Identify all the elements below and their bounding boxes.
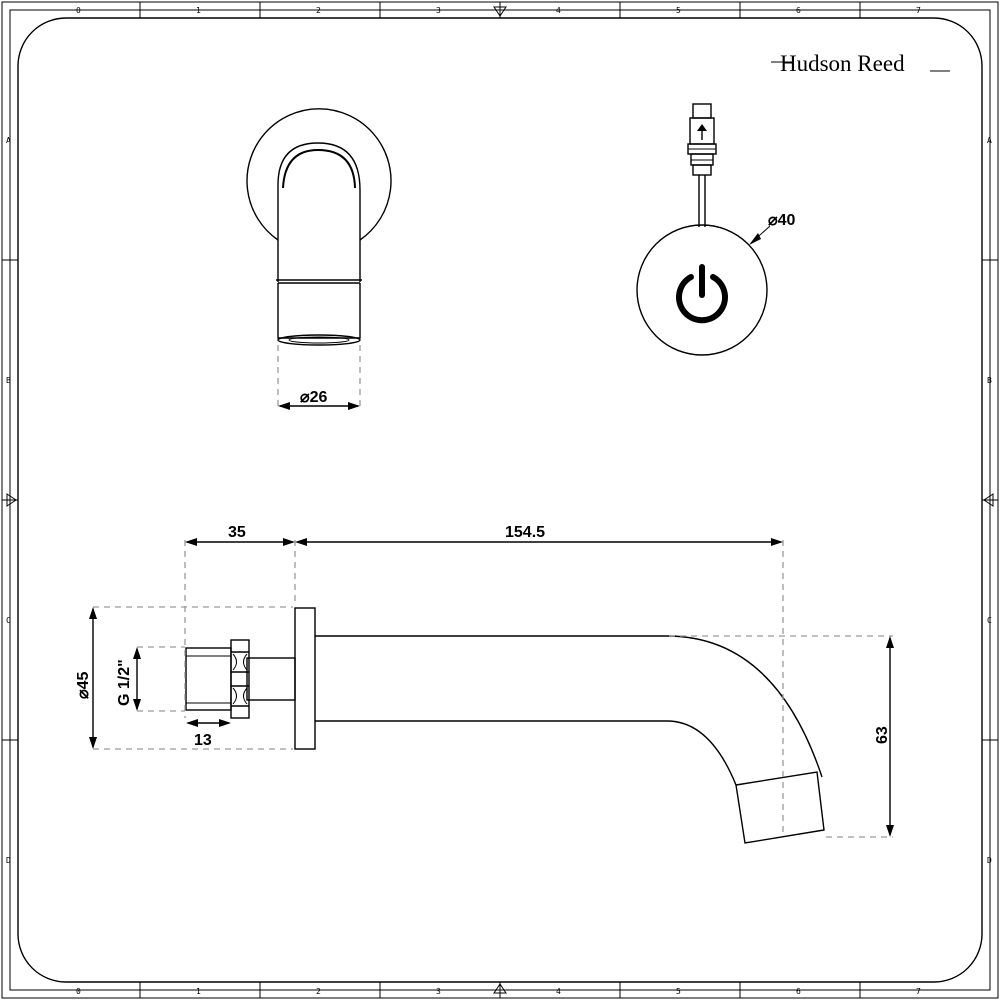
dim-spout-diameter: ⌀26 xyxy=(278,389,360,410)
col-label-top-2: 2 xyxy=(316,6,321,15)
dim-spout-projection: 154.5 xyxy=(295,524,783,546)
spout-body xyxy=(315,635,823,786)
row-label-right-c: C xyxy=(987,616,992,625)
col-label-bottom-4: 4 xyxy=(556,987,561,996)
col-label-bottom-3: 3 xyxy=(436,987,441,996)
spout-backplate-outline xyxy=(246,108,392,241)
row-label-right-d: D xyxy=(987,856,992,865)
centre-mark-top xyxy=(493,2,507,18)
brand-name: Hudson Reed xyxy=(780,51,905,76)
dim-label-thread-length: 13 xyxy=(194,732,212,749)
sensor-body xyxy=(636,224,768,356)
dim-label-spout-projection: 154.5 xyxy=(505,524,545,541)
row-label-left-b: B xyxy=(6,376,11,385)
dim-backplate-to-wall: 35 xyxy=(185,524,295,546)
power-icon xyxy=(676,264,728,324)
col-label-bottom-7: 7 xyxy=(916,987,921,996)
dim-label-thread-size: G 1/2" xyxy=(116,659,133,706)
row-label-left-c: C xyxy=(6,616,11,625)
dim-label-spout-height: 63 xyxy=(874,726,891,744)
spout-side-view: 35 154.5 ⌀45 G 1/2" 13 xyxy=(75,524,894,844)
row-label-left-a: A xyxy=(6,136,11,145)
dim-label-backplate-to-wall: 35 xyxy=(228,524,246,541)
mounting-stem xyxy=(246,657,296,701)
threaded-connector xyxy=(185,647,232,711)
dim-sensor-diameter: ⌀40 xyxy=(749,212,796,245)
dim-spout-height: 63 xyxy=(874,636,894,837)
spout-front-view: ⌀26 xyxy=(246,108,392,410)
col-label-top-4: 4 xyxy=(556,6,561,15)
row-label-right-b: B xyxy=(987,376,992,385)
centre-mark-bottom xyxy=(493,982,507,998)
sensor-connector xyxy=(687,103,717,176)
col-label-bottom-2: 2 xyxy=(316,987,321,996)
dim-label-backplate-diameter: ⌀45 xyxy=(75,671,92,699)
row-label-left-d: D xyxy=(6,856,11,865)
col-label-bottom-6: 6 xyxy=(796,987,801,996)
col-label-top-1: 1 xyxy=(196,6,201,15)
col-label-bottom-5: 5 xyxy=(676,987,681,996)
centre-mark-right xyxy=(982,493,998,507)
col-label-bottom-0: 0 xyxy=(76,987,81,996)
touch-sensor: ⌀40 xyxy=(636,103,796,356)
spout-tip xyxy=(735,771,825,844)
col-label-top-0: 0 xyxy=(76,6,81,15)
centre-mark-left xyxy=(2,493,18,507)
col-label-top-5: 5 xyxy=(676,6,681,15)
col-label-top-7: 7 xyxy=(916,6,921,15)
dim-label-spout-diameter: ⌀26 xyxy=(300,389,328,406)
sensor-cable xyxy=(698,175,706,227)
spout-outlet xyxy=(277,334,361,346)
hex-nut xyxy=(230,639,250,719)
dim-backplate-diameter: ⌀45 xyxy=(75,607,97,749)
spout-backplate xyxy=(294,607,316,750)
col-label-top-3: 3 xyxy=(436,6,441,15)
dim-thread-length: 13 xyxy=(186,719,231,749)
dim-thread-size: G 1/2" xyxy=(116,647,141,711)
row-label-right-a: A xyxy=(987,136,992,145)
dim-label-sensor-diameter: ⌀40 xyxy=(768,212,796,229)
col-label-bottom-1: 1 xyxy=(196,987,201,996)
brand-logo: Hudson Reed xyxy=(771,51,950,76)
col-label-top-6: 6 xyxy=(796,6,801,15)
